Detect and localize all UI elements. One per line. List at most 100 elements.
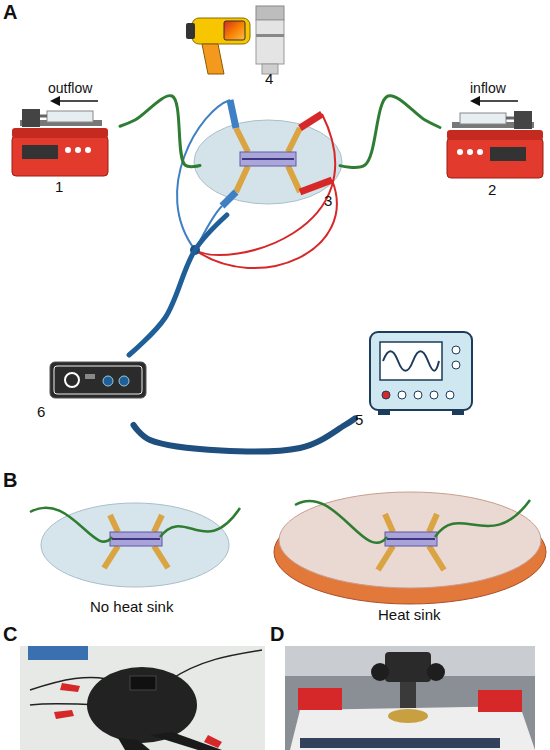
photo-clip bbox=[204, 735, 222, 748]
plunger-rod bbox=[506, 117, 514, 120]
photo-microscope-nose bbox=[400, 682, 416, 708]
fluid-tubing bbox=[340, 96, 440, 168]
electrode bbox=[154, 515, 162, 532]
camera-lens bbox=[186, 23, 195, 39]
tubing bbox=[160, 508, 240, 537]
callout-number: 6 bbox=[37, 403, 45, 421]
panel-letter: A bbox=[3, 0, 17, 24]
microscope-objective bbox=[256, 6, 284, 74]
electrode bbox=[154, 546, 168, 568]
holder-disc bbox=[194, 120, 342, 204]
tubing bbox=[295, 501, 387, 543]
callout-number: 4 bbox=[265, 70, 273, 88]
scope-button bbox=[414, 391, 422, 399]
camera-screen bbox=[224, 21, 245, 40]
photo-clip bbox=[54, 710, 74, 719]
annotation-text: inflow bbox=[470, 80, 506, 97]
pump-button bbox=[85, 147, 91, 153]
electrode-wire bbox=[195, 114, 335, 255]
electrode bbox=[288, 166, 300, 192]
signal-cable bbox=[134, 418, 356, 451]
photo-chip bbox=[130, 676, 156, 690]
photo-eyepiece bbox=[427, 663, 445, 681]
scope-button bbox=[430, 391, 438, 399]
syringe-pump bbox=[12, 109, 108, 176]
electrode bbox=[110, 515, 118, 532]
photo-clip bbox=[60, 683, 80, 692]
pump-button bbox=[477, 149, 483, 155]
chip-no-heat-sink bbox=[30, 503, 240, 587]
chip-with-heat-sink bbox=[274, 492, 546, 604]
callout-number: 1 bbox=[55, 178, 63, 196]
objective-band bbox=[256, 34, 284, 37]
photo-heat-sink bbox=[388, 709, 428, 723]
photo-microscope-head bbox=[385, 652, 431, 682]
pump-top bbox=[447, 130, 543, 140]
pump-body bbox=[12, 136, 108, 176]
pump-top bbox=[12, 128, 108, 138]
annotation-text: No heat sink bbox=[90, 598, 173, 616]
pump-button bbox=[457, 149, 463, 155]
panel-letter: D bbox=[270, 622, 284, 646]
pump-button bbox=[75, 147, 81, 153]
objective-barrel bbox=[256, 20, 284, 64]
tubing bbox=[30, 508, 112, 542]
photo-background bbox=[285, 646, 535, 750]
flow-arrow bbox=[472, 100, 518, 102]
panel-letter: C bbox=[3, 622, 17, 646]
photo-pump bbox=[298, 688, 342, 710]
probe-clip bbox=[230, 100, 236, 128]
photo-stage bbox=[290, 706, 535, 750]
electrode bbox=[104, 546, 118, 568]
electrode bbox=[236, 166, 248, 192]
syringe-barrel bbox=[460, 113, 506, 124]
chip-channel bbox=[387, 538, 435, 540]
photo-wire bbox=[170, 650, 262, 680]
heat-sink-top bbox=[279, 492, 541, 588]
device-callout: 6 bbox=[35, 355, 155, 425]
scope-foot bbox=[452, 410, 464, 415]
photo-background bbox=[20, 646, 265, 750]
device-callout: 1 bbox=[5, 100, 120, 200]
fluid-tubing bbox=[120, 96, 200, 167]
chip-channel bbox=[112, 538, 160, 540]
callout-number: 5 bbox=[355, 411, 363, 429]
photo-base bbox=[300, 738, 500, 748]
plunger-rod bbox=[40, 115, 47, 118]
pump-display bbox=[22, 145, 58, 159]
photo-disc bbox=[87, 667, 197, 743]
camera-grip bbox=[202, 44, 224, 74]
scope-knob bbox=[452, 346, 460, 354]
electrode bbox=[429, 546, 444, 570]
scope-body bbox=[370, 332, 472, 410]
syringe-barrel bbox=[47, 111, 93, 122]
microfluidic-chip bbox=[240, 152, 296, 166]
function-generator bbox=[50, 362, 146, 398]
annotation-text: outflow bbox=[48, 80, 92, 97]
photo-electrode-strip bbox=[118, 738, 150, 750]
sine-trace bbox=[383, 351, 439, 371]
signal-cable bbox=[129, 215, 227, 355]
pump-display bbox=[490, 147, 526, 161]
scope-button bbox=[446, 391, 454, 399]
generator-knob bbox=[65, 373, 79, 387]
device-callout: 2 bbox=[440, 105, 550, 205]
generator-panel bbox=[54, 366, 142, 394]
scope-knob bbox=[452, 361, 460, 369]
pump-plunger-block bbox=[514, 111, 532, 129]
scope-screen bbox=[380, 342, 442, 380]
generator-display bbox=[85, 374, 95, 379]
objective-thread bbox=[256, 6, 284, 20]
panel-letter: B bbox=[3, 468, 17, 492]
microfluidic-chip bbox=[110, 532, 162, 546]
pump-button bbox=[65, 147, 71, 153]
photo-eyepiece bbox=[371, 663, 389, 681]
chip-channel bbox=[242, 158, 294, 160]
syringe-pump bbox=[447, 111, 543, 178]
electrode bbox=[385, 514, 393, 532]
probe-clip bbox=[222, 192, 236, 206]
pump-button bbox=[467, 149, 473, 155]
device-callout: 5 bbox=[355, 325, 480, 430]
thermal-camera bbox=[186, 18, 250, 74]
